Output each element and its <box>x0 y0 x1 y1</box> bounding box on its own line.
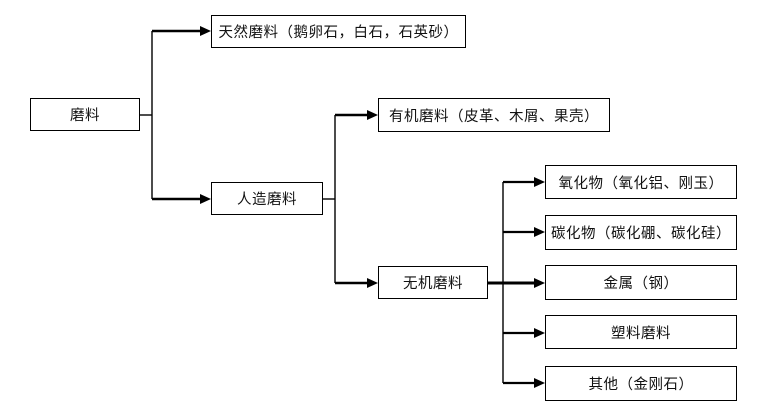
arrowhead-carbide <box>534 227 545 237</box>
node-root-label: 磨料 <box>70 108 100 124</box>
node-natural-label: 天然磨料（鹅卵石，白石，石英砂） <box>218 25 459 41</box>
node-natural: 天然磨料（鹅卵石，白石，石英砂） <box>211 15 466 48</box>
arrowhead-oxide <box>534 177 545 187</box>
node-inorganic: 无机磨料 <box>378 266 488 299</box>
arrowhead-metal <box>534 278 545 288</box>
node-plastic-label: 塑料磨料 <box>611 325 671 342</box>
node-oxide-label: 氧化物（氧化铝、刚玉） <box>558 175 724 192</box>
arrowhead-other <box>534 378 545 388</box>
node-other: 其他（金刚石） <box>545 366 737 401</box>
node-root: 磨料 <box>30 98 140 131</box>
node-inorganic-label: 无机磨料 <box>403 276 463 292</box>
node-carbide: 碳化物（碳化硼、碳化硅） <box>545 215 737 250</box>
node-organic: 有机磨料（皮革、木屑、果壳） <box>378 98 610 132</box>
node-plastic: 塑料磨料 <box>545 315 737 349</box>
node-artificial: 人造磨料 <box>211 182 323 215</box>
arrowhead-organic <box>367 110 378 120</box>
node-carbide-label: 碳化物（碳化硼、碳化硅） <box>551 226 731 242</box>
arrowhead-inorganic <box>367 278 378 288</box>
node-metal-label: 金属（钢） <box>603 276 679 292</box>
arrowhead-natural <box>200 26 211 36</box>
node-oxide: 氧化物（氧化铝、刚玉） <box>545 165 737 199</box>
arrowhead-artificial <box>200 194 211 204</box>
node-other-label: 其他（金刚石） <box>588 377 694 393</box>
arrowhead-plastic <box>534 328 545 338</box>
node-artificial-label: 人造磨料 <box>237 192 297 208</box>
node-metal: 金属（钢） <box>545 265 737 300</box>
node-organic-label: 有机磨料（皮革、木屑、果壳） <box>389 108 599 125</box>
